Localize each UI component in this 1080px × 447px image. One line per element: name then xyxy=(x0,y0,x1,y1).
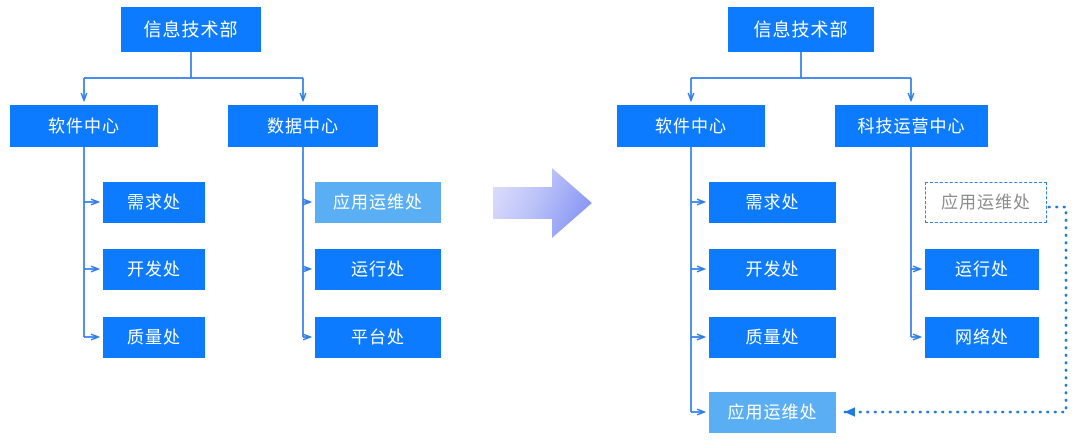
transition-arrow xyxy=(493,168,592,238)
move-connector-path xyxy=(843,205,1068,417)
node-after-tech-ops-center[interactable]: 科技运营中心 xyxy=(835,105,988,147)
node-after-software-center[interactable]: 软件中心 xyxy=(617,105,765,147)
node-after-requirements[interactable]: 需求处 xyxy=(709,182,836,223)
node-before-development[interactable]: 开发处 xyxy=(103,249,205,290)
node-after-root[interactable]: 信息技术部 xyxy=(728,7,874,52)
node-after-quality[interactable]: 质量处 xyxy=(709,317,836,358)
node-after-development[interactable]: 开发处 xyxy=(709,249,836,290)
node-before-platform[interactable]: 平台处 xyxy=(315,317,441,358)
node-before-quality[interactable]: 质量处 xyxy=(103,317,205,358)
node-before-data-center[interactable]: 数据中心 xyxy=(228,105,378,147)
node-before-root[interactable]: 信息技术部 xyxy=(121,7,261,52)
node-before-operations[interactable]: 运行处 xyxy=(315,249,441,290)
node-after-app-ops-removed[interactable]: 应用运维处 xyxy=(925,182,1047,223)
node-before-software-center[interactable]: 软件中心 xyxy=(10,105,158,147)
node-after-operations[interactable]: 运行处 xyxy=(925,249,1039,290)
node-after-network[interactable]: 网络处 xyxy=(925,317,1039,358)
node-before-requirements[interactable]: 需求处 xyxy=(103,182,205,223)
node-after-app-ops-moved[interactable]: 应用运维处 xyxy=(709,392,836,433)
node-before-app-ops[interactable]: 应用运维处 xyxy=(315,182,441,223)
